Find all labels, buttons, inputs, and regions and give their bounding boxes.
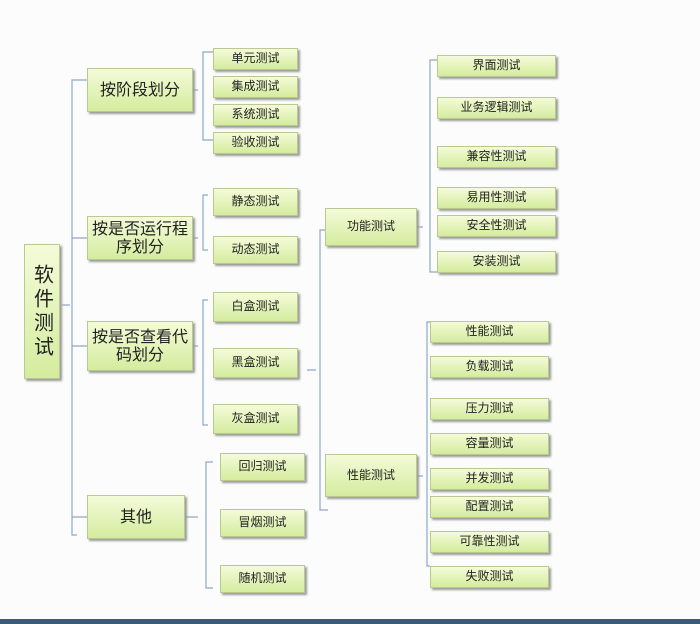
leaf-node: 回归测试	[220, 453, 305, 481]
leaf-node: 压力测试	[430, 398, 549, 420]
leaf-node: 集成测试	[213, 76, 298, 98]
leaf-node: 单元测试	[213, 48, 298, 70]
leaf-node: 系统测试	[213, 104, 298, 126]
functional-node: 功能测试	[325, 208, 417, 246]
leaf-node: 随机测试	[220, 565, 305, 593]
leaf-node: 动态测试	[213, 236, 298, 264]
leaf-node: 容量测试	[430, 433, 549, 455]
category-other: 其他	[87, 495, 185, 539]
leaf-node: 性能测试	[430, 321, 549, 343]
leaf-node: 失败测试	[430, 566, 549, 588]
root-node: 软件测试	[24, 244, 60, 379]
leaf-node: 界面测试	[437, 55, 556, 77]
leaf-node: 白盒测试	[213, 292, 298, 322]
leaf-node: 验收测试	[213, 132, 298, 154]
leaf-node: 易用性测试	[437, 187, 556, 209]
leaf-node: 灰盒测试	[213, 404, 298, 434]
leaf-node: 安全性测试	[437, 215, 556, 237]
leaf-node: 负载测试	[430, 356, 549, 378]
category-run: 按是否运行程序划分	[87, 216, 193, 260]
category-stage: 按阶段划分	[87, 68, 193, 112]
performance-node: 性能测试	[325, 454, 417, 497]
leaf-node: 冒烟测试	[220, 509, 305, 537]
leaf-node: 业务逻辑测试	[437, 97, 556, 119]
leaf-node: 黑盒测试	[213, 348, 298, 378]
bottom-border	[0, 619, 700, 624]
category-code: 按是否查看代码划分	[87, 321, 193, 371]
leaf-node: 安装测试	[437, 251, 556, 273]
leaf-node: 兼容性测试	[437, 146, 556, 168]
leaf-node: 并发测试	[430, 468, 549, 490]
leaf-node: 配置测试	[430, 496, 549, 518]
leaf-node: 静态测试	[213, 188, 298, 216]
leaf-node: 可靠性测试	[430, 531, 549, 553]
